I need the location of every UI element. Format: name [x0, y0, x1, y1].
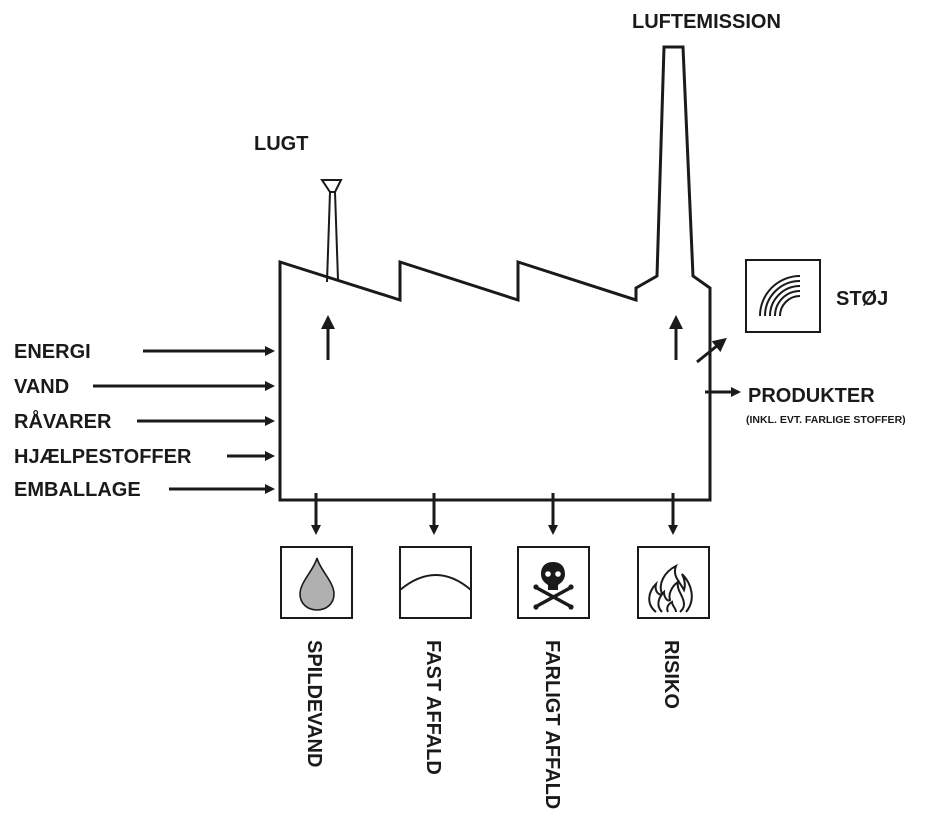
produkter-note: (INKL. EVT. FARLIGE STOFFER) — [746, 414, 906, 426]
hjaelpestoffer-label: HJÆLPESTOFFER — [14, 446, 192, 468]
spildevand-label: SPILDEVAND — [303, 640, 325, 767]
fast-affald-label: FAST AFFALD — [422, 640, 444, 775]
flame-icon — [648, 563, 693, 613]
factory-building-outline — [278, 45, 712, 502]
water-drop-icon — [299, 557, 335, 611]
stoej-label: STØJ — [836, 288, 888, 310]
luftemission-label: LUFTEMISSION — [632, 11, 781, 33]
small-chimney — [320, 179, 343, 283]
fast-affald-box — [399, 546, 472, 619]
sound-waves-icon — [759, 275, 801, 317]
lugt-label: LUGT — [254, 133, 308, 155]
emballage-label: EMBALLAGE — [14, 479, 141, 501]
noise-box — [745, 259, 821, 333]
vand-label: VAND — [14, 376, 69, 398]
produkter-label: PRODUKTER — [748, 385, 875, 407]
noise-arrow — [696, 337, 727, 364]
skull-crossbones-icon — [533, 562, 574, 610]
spildevand-box — [280, 546, 353, 619]
energi-label: ENERGI — [14, 341, 91, 363]
farligt-affald-box — [517, 546, 590, 619]
landfill-mound-icon — [399, 574, 472, 591]
risiko-label: RISIKO — [660, 640, 682, 709]
risiko-box — [637, 546, 710, 619]
farligt-affald-label: FARLIGT AFFALD — [541, 640, 563, 809]
raavarer-label: RÅVARER — [14, 409, 112, 433]
